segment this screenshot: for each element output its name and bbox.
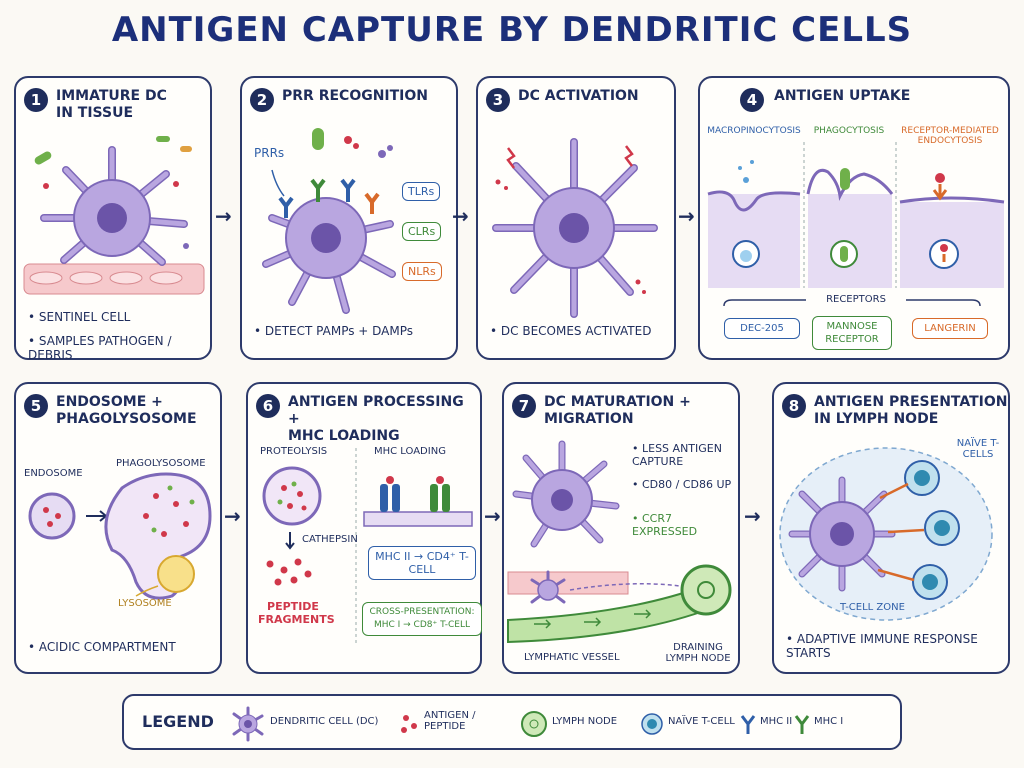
- bullet-text: • LESS ANTIGEN CAPTURE: [632, 442, 732, 468]
- panel-prr-recognition: 2 PRR RECOGNITION PRRs TLRs CLRs NLRs • …: [240, 76, 458, 360]
- bullet-text: • SAMPLES PATHOGEN / DEBRIS: [28, 334, 210, 362]
- legend-item-mhc1: MHC I: [814, 716, 843, 727]
- legend-item-dc: DENDRITIC CELL (DC): [270, 716, 378, 727]
- legend-item-naive-t-cell: NAÏVE T-CELL: [668, 716, 735, 727]
- arrow-icon: →: [744, 504, 761, 528]
- mannose-receptor: MANNOSE RECEPTOR: [812, 316, 892, 350]
- clrs-tag: CLRs: [402, 222, 441, 241]
- mhc1-icon: [796, 716, 808, 734]
- panel-dc-activation: 3 DC ACTIVATION • DC BECOMES ACTIVATED: [476, 76, 676, 360]
- draining-lymph-node-label: DRAINING LYMPH NODE: [660, 642, 736, 664]
- tlrs-tag: TLRs: [402, 182, 440, 201]
- prr-cell-illustration: [242, 78, 460, 362]
- panel-endosome: 5 ENDOSOME +PHAGOLYSOSOME ENDOSOME PHAGO…: [14, 382, 222, 674]
- langerin-receptor: LANGERIN: [912, 318, 988, 339]
- legend-item-lymph-node: LYMPH NODE: [552, 716, 617, 727]
- nlrs-tag: NLRs: [402, 262, 442, 281]
- bullet-text: • CD80 / CD86 UP: [632, 478, 732, 491]
- legend-item-mhc2: MHC II: [760, 716, 792, 727]
- panel-antigen-processing: 6 ANTIGEN PROCESSING +MHC LOADING PROTEO…: [246, 382, 482, 674]
- panel-dc-maturation: 7 DC MATURATION +MIGRATION • LESS ANTIGE…: [502, 382, 740, 674]
- lymph-node-icon: [522, 712, 546, 736]
- t-cell-zone-label: T-CELL ZONE: [840, 602, 905, 613]
- page-title: ANTIGEN CAPTURE BY DENDRITIC CELLS: [0, 10, 1024, 50]
- activated-dc-illustration: [478, 78, 678, 362]
- naive-t-cell-icon: [642, 714, 662, 734]
- arrow-icon: →: [224, 504, 241, 528]
- bullet-text: • DETECT PAMPs + DAMPs: [254, 324, 413, 338]
- bullet-text: • SENTINEL CELL: [28, 310, 130, 324]
- cathepsin-label: CATHEPSIN: [302, 534, 358, 545]
- lymphatic-vessel-label: LYMPHATIC VESSEL: [524, 652, 620, 663]
- dendritic-cell-icon: [234, 708, 262, 740]
- panel-antigen-uptake: 4 ANTIGEN UPTAKE MACROPINOCYTOSIS PHAGOC…: [698, 76, 1010, 360]
- bullet-text: • ACIDIC COMPARTMENT: [28, 640, 176, 654]
- endosome-illustration: [16, 384, 224, 676]
- arrow-icon: →: [452, 204, 469, 228]
- arrow-icon: →: [215, 204, 232, 228]
- mhc2-box: MHC II → CD4⁺ T-CELL: [368, 546, 476, 580]
- peptide-fragments-label: PEPTIDE FRAGMENTS: [258, 600, 328, 626]
- bullet-text: • ADAPTIVE IMMUNE RESPONSE STARTS: [786, 632, 996, 660]
- dec-205-receptor: DEC-205: [724, 318, 800, 339]
- bullet-text: • DC BECOMES ACTIVATED: [490, 324, 651, 338]
- cross-presentation-box: CROSS-PRESENTATION: MHC I → CD8⁺ T-CELL: [362, 602, 482, 636]
- legend-item-antigen: ANTIGEN / PEPTIDE: [424, 710, 484, 732]
- arrow-icon: →: [678, 204, 695, 228]
- legend: LEGEND DENDRITIC CELL (DC) ANTIGEN / PEP…: [122, 694, 902, 750]
- arrow-icon: →: [484, 504, 501, 528]
- antigen-icon: [401, 715, 417, 733]
- receptors-label: RECEPTORS: [806, 294, 906, 305]
- bullet-text: • CCR7 EXPRESSED: [632, 512, 732, 538]
- mhc2-icon: [742, 716, 754, 734]
- lysosome-label: LYSOSOME: [118, 598, 172, 609]
